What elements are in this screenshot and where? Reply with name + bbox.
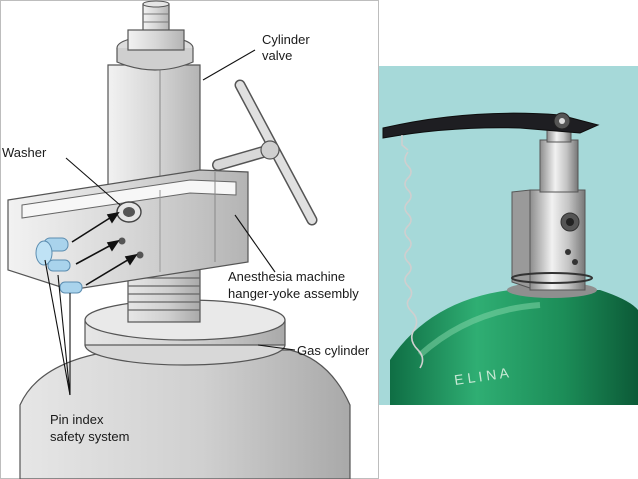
valve-photo: E L I N A (379, 66, 638, 405)
photo-valve (507, 117, 597, 298)
gas-cylinder-shape (19, 299, 351, 479)
bottle-text: E L I N A (453, 364, 510, 388)
photo-handle (382, 112, 600, 139)
index-pins (35, 237, 83, 294)
t-handle-screw (212, 79, 318, 226)
photo-chain (401, 135, 424, 369)
label-cylinder-valve-1: Cylinder (262, 32, 310, 47)
leader-lines (44, 49, 296, 396)
green-cylinder: E L I N A (390, 290, 638, 405)
label-pin-index-2: safety system (50, 429, 129, 444)
label-hanger-yoke-2: hanger-yoke assembly (228, 286, 359, 301)
label-pin-index-1: Pin index (50, 412, 104, 427)
hanger-yoke-shape (7, 169, 249, 291)
insertion-arrows (71, 211, 138, 286)
label-hanger-yoke-1: Anesthesia machine (228, 269, 345, 284)
label-washer: Washer (2, 145, 47, 160)
yoke-diagram: Cylinder valve Washer Anesthesia machine… (0, 0, 379, 479)
label-gas-cylinder: Gas cylinder (297, 343, 370, 358)
label-cylinder-valve-2: valve (262, 48, 292, 63)
